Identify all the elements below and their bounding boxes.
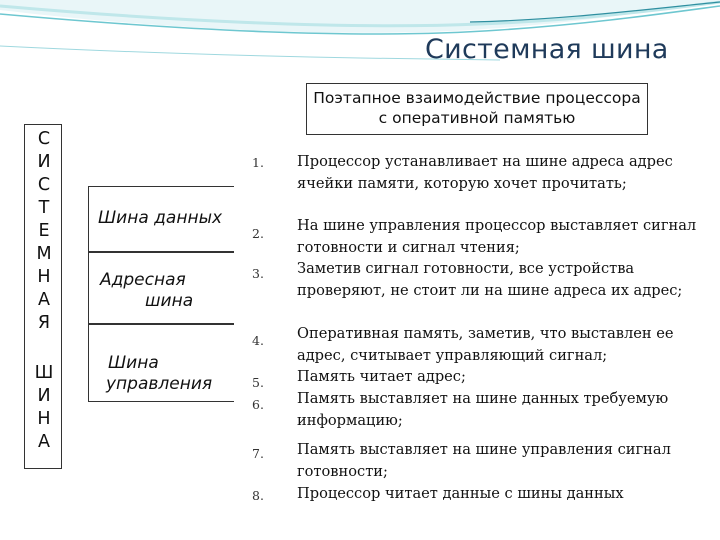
- subtitle-box: Поэтапное взаимодействие процессора с оп…: [306, 83, 648, 135]
- wave-light: [0, 0, 720, 28]
- step-text: Процессор читает данные с шины данных: [297, 485, 624, 502]
- address-bus-label-line-1: Адресная: [100, 270, 186, 290]
- step-number: 8.: [252, 488, 264, 503]
- vertical-letter: Ш: [34, 363, 54, 383]
- data-bus-bracket: [88, 186, 234, 252]
- control-bus-label-line-2: управления: [106, 374, 213, 394]
- vertical-letter: Я: [37, 313, 51, 333]
- address-bus-label-line-2: шина: [145, 291, 194, 311]
- data-bus-label: Шина данных: [98, 208, 223, 228]
- step-number: 1.: [252, 155, 264, 170]
- step-number: 3.: [252, 266, 264, 281]
- address-bus-bracket: [88, 252, 234, 324]
- wave-teal: [0, 5, 720, 35]
- wave-fill: [0, 0, 720, 33]
- vertical-letter: Н: [37, 409, 51, 429]
- step-text: Память выставляет на шине управления сиг…: [297, 441, 671, 480]
- vertical-letter: С: [37, 175, 51, 195]
- subtitle-line-2: с оперативной памятью: [378, 109, 576, 127]
- step-text: Процессор устанавливает на шине адреса а…: [297, 153, 673, 192]
- wave-thin: [0, 45, 501, 61]
- vertical-letter: С: [37, 129, 51, 149]
- step-text: Заметив сигнал готовности, все устройств…: [297, 260, 683, 299]
- vertical-letter: Е: [38, 221, 50, 241]
- step-number: 4.: [252, 333, 264, 348]
- subtitle-line-1: Поэтапное взаимодействие процессора: [313, 89, 641, 107]
- step-text: На шине управления процессор выставляет …: [297, 217, 697, 256]
- vertical-letter: А: [38, 432, 50, 452]
- vertical-letter: М: [36, 244, 52, 264]
- vertical-label-box: С И С Т Е М Н А Я Ш И Н А: [24, 124, 62, 469]
- vertical-letter: И: [37, 386, 51, 406]
- step-number: 2.: [252, 226, 264, 241]
- step-text: Оперативная память, заметив, что выставл…: [297, 325, 674, 364]
- vertical-letter: А: [38, 290, 50, 310]
- step-number: 6.: [252, 397, 264, 412]
- wave-dark: [469, 1, 720, 23]
- step-number: 7.: [252, 446, 264, 461]
- control-bus-label-line-1: Шина: [108, 353, 159, 373]
- step-text: Память выставляет на шине данных требуем…: [297, 390, 669, 429]
- vertical-letter: Т: [38, 198, 50, 218]
- step-text: Память читает адрес;: [297, 368, 466, 385]
- slide-title: Системная шина: [425, 34, 669, 65]
- control-bus-bracket: [88, 324, 234, 402]
- header-waves: [0, 0, 720, 61]
- step-number: 5.: [252, 375, 264, 390]
- vertical-letter: И: [37, 152, 51, 172]
- vertical-letter: Н: [37, 267, 51, 287]
